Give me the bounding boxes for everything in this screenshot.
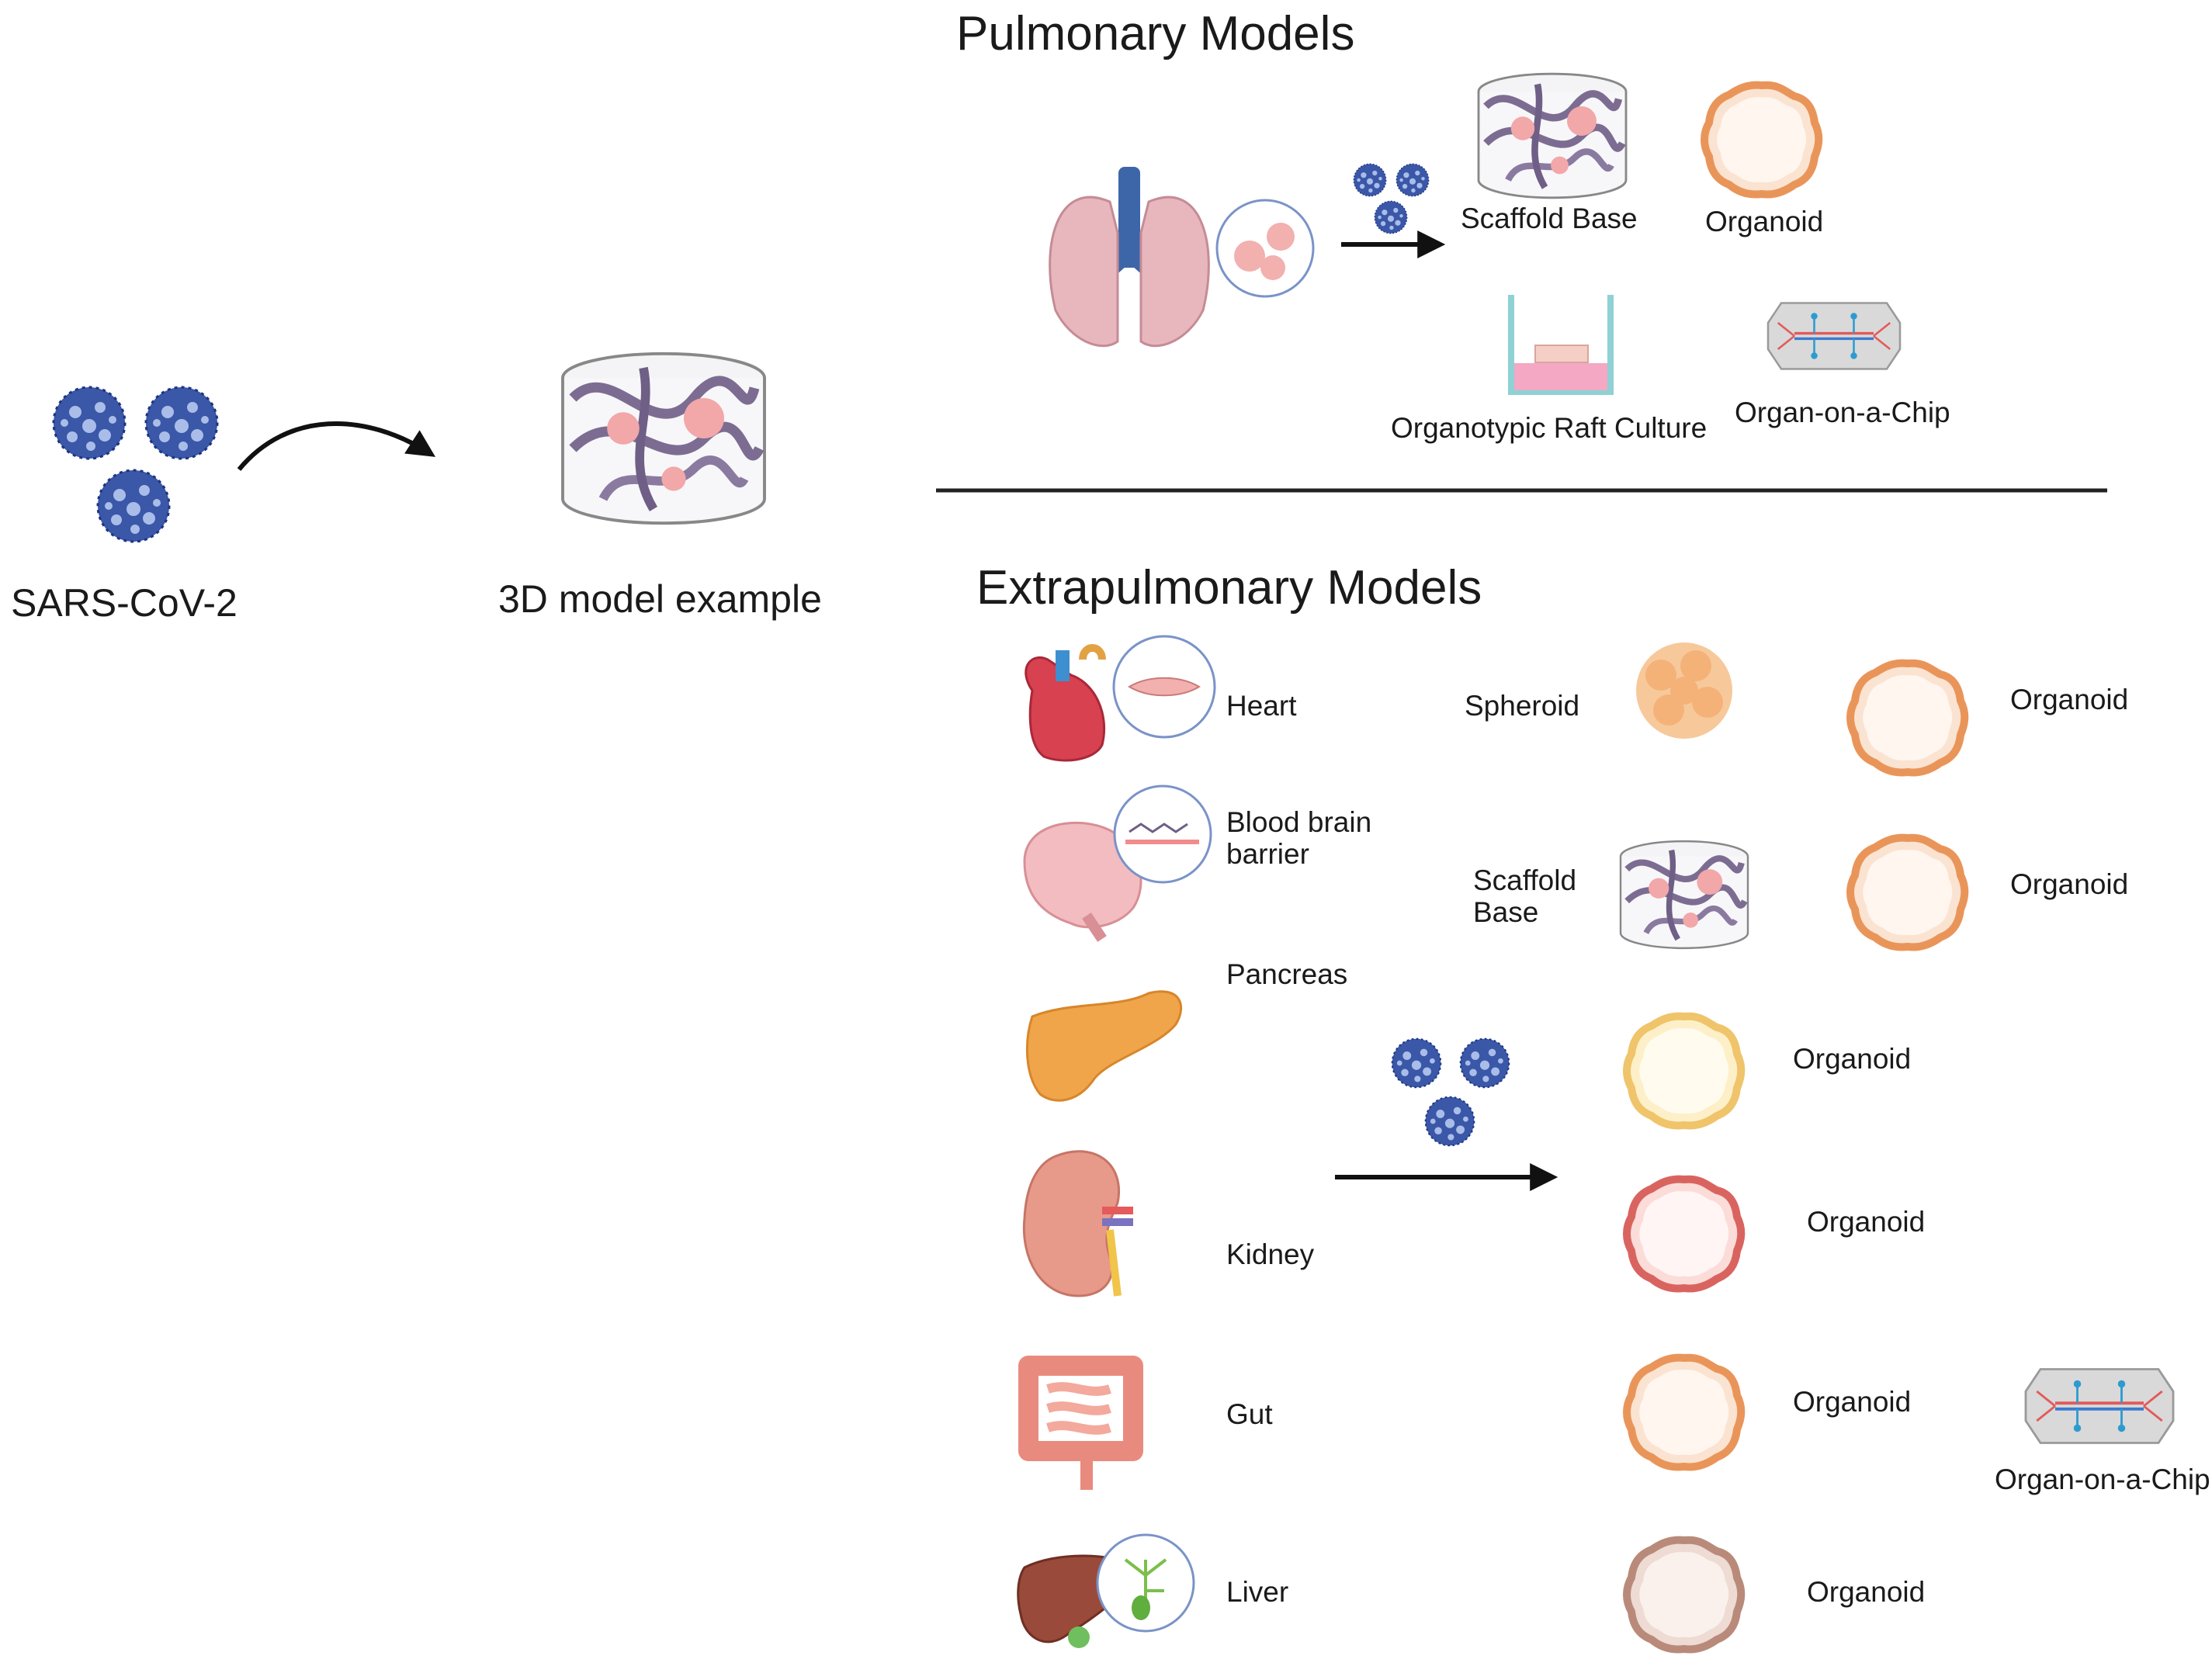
gut-organ-on-chip-label: Organ-on-a-Chip (1995, 1463, 2210, 1495)
sars-cov-2-virus-icon (52, 386, 219, 543)
bbb-organoid-icon (1850, 838, 1964, 947)
3d-model-label: 3D model example (498, 577, 822, 621)
gut-icon (1018, 1356, 1143, 1490)
pulmonary-scaffold-icon (1479, 74, 1626, 198)
bbb-organoid-label: Organoid (2010, 868, 2129, 900)
bbb-label: Blood brain barrier (1226, 806, 1372, 870)
3d-model-scaffold-icon (563, 354, 764, 523)
raft-culture-icon (1508, 295, 1614, 395)
lungs-icon (1049, 167, 1315, 348)
liver-label: Liver (1226, 1576, 1289, 1608)
gut-organ-on-chip-icon (2024, 1367, 2175, 1445)
curved-arrow (237, 421, 436, 471)
kidney-icon (1022, 1150, 1133, 1297)
heart-icon (1025, 635, 1216, 762)
liver-organoid-icon (1627, 1540, 1741, 1650)
bbb-scaffold-label: Scaffold Base (1473, 864, 1577, 928)
pulmonary-organ-on-chip-label: Organ-on-a-Chip (1735, 397, 1950, 428)
liver-icon (1017, 1533, 1195, 1648)
pulmonary-organ-on-chip-icon (1766, 301, 1902, 371)
pulmonary-organoid-label: Organoid (1705, 206, 1824, 237)
pulmonary-title: Pulmonary Models (956, 7, 1355, 61)
sars-cov-2-label: SARS-CoV-2 (11, 581, 237, 625)
heart-organoid-label: Organoid (2010, 684, 2129, 715)
gut-label: Gut (1226, 1398, 1273, 1430)
kidney-label: Kidney (1226, 1238, 1315, 1270)
pancreas-organoid-label: Organoid (1793, 1043, 1912, 1075)
spheroid-icon (1636, 643, 1732, 739)
pancreas-organoid-icon (1627, 1017, 1741, 1126)
kidney-organoid-icon (1627, 1179, 1741, 1289)
spheroid-label: Spheroid (1465, 690, 1580, 722)
pancreas-label: Pancreas (1226, 958, 1348, 990)
pancreas-icon (1026, 990, 1183, 1102)
gut-organoid-icon (1627, 1358, 1741, 1467)
heart-label: Heart (1226, 690, 1297, 722)
extrapulmonary-virus-icon (1391, 1037, 1510, 1147)
bbb-scaffold-icon (1621, 841, 1748, 948)
brain-icon (1023, 785, 1212, 942)
pulmonary-organoid-icon (1704, 85, 1818, 195)
pulmonary-virus-icon (1353, 163, 1430, 234)
liver-organoid-label: Organoid (1807, 1576, 1926, 1608)
pulmonary-scaffold-label: Scaffold Base (1461, 203, 1638, 234)
raft-culture-label: Organotypic Raft Culture (1391, 412, 1708, 444)
heart-organoid-icon (1850, 663, 1964, 773)
kidney-organoid-label: Organoid (1807, 1206, 1926, 1238)
gut-organoid-label: Organoid (1793, 1386, 1912, 1418)
extrapulmonary-title: Extrapulmonary Models (976, 561, 1482, 615)
